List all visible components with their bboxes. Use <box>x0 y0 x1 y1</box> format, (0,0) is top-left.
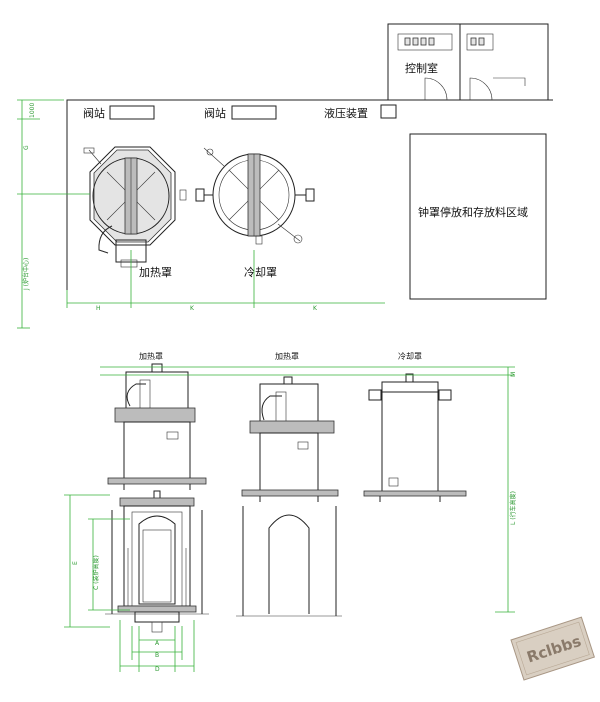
cooling-hood-plan-label: 冷却罩 <box>244 266 277 279</box>
control-room: 控制室 <box>387 23 549 101</box>
dim-j: J (炉台中心) <box>22 258 30 291</box>
dim-k-2: K <box>313 305 318 312</box>
furnace-base-1 <box>105 490 209 633</box>
dim-g: G <box>23 145 30 150</box>
hydraulic-unit-label: 液压装置 <box>324 106 368 120</box>
storage-area: 钟罩停放和存放料区域 <box>409 133 547 300</box>
dim-m: M <box>510 372 517 377</box>
dim-b: B <box>155 652 159 659</box>
dim-a: A <box>155 640 160 647</box>
valve-station-2-label: 阀站 <box>204 106 226 120</box>
heating-hood-2-elev <box>241 376 339 502</box>
plan-view: 控制室 阀站 阀站 液压装置 钟罩停放和存放料区域 <box>17 23 553 329</box>
dim-c: C (装炉高度) <box>92 555 100 590</box>
storage-area-label: 钟罩停放和存放料区域 <box>418 205 528 219</box>
heating-hood-1-elev <box>107 363 207 490</box>
cooling-hood-elev-label: 冷却罩 <box>398 351 422 361</box>
dim-l: L (行车高度) <box>509 491 517 525</box>
heating-hood-2-label: 加热罩 <box>275 351 299 361</box>
watermark-logo: Rclbbs <box>510 616 595 681</box>
valve-station-2: 阀站 <box>204 105 277 120</box>
heating-hood-1-label: 加热罩 <box>139 351 163 361</box>
elevation-dimensions: M L (行车高度) E C (装炉高度) A B D <box>64 366 517 673</box>
dim-h: H <box>96 305 101 312</box>
furnace-base-2 <box>236 506 342 617</box>
dim-d: D <box>155 666 160 673</box>
heating-hood-plan: 加热罩 <box>83 146 187 279</box>
heating-hood-plan-label: 加热罩 <box>139 266 172 279</box>
valve-station-1-label: 阀站 <box>83 106 105 120</box>
dim-k-1: K <box>190 305 195 312</box>
hydraulic-unit: 液压装置 <box>324 104 397 120</box>
cooling-hood-plan: 冷却罩 <box>195 147 315 279</box>
valve-station-1: 阀站 <box>83 105 155 120</box>
dim-e: E <box>72 561 79 565</box>
elevation-view: 加热罩 加热罩 冷却罩 <box>64 351 517 673</box>
dim-1000: 1000 <box>29 103 36 118</box>
control-room-label: 控制室 <box>405 61 438 75</box>
cooling-hood-elev <box>363 373 467 502</box>
plan-dimensions: 1000 G J (炉台中心) H K K <box>17 99 385 329</box>
